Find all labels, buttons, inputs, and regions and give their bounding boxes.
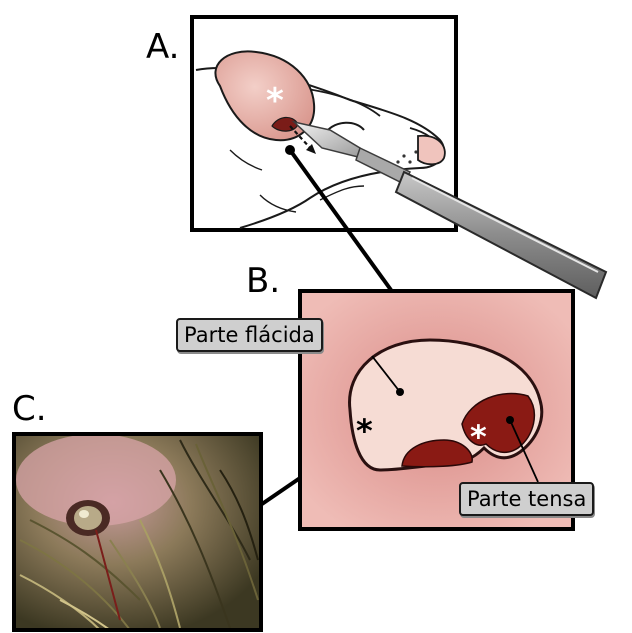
- panel-c: [14, 434, 261, 630]
- panel-a-star-marker: *: [266, 81, 284, 121]
- photo-membrane: [74, 506, 102, 530]
- tensa-leader-dot: [506, 416, 514, 424]
- panel-a-label: A.: [146, 30, 179, 64]
- panel-a: *: [192, 17, 606, 298]
- pars-tensa-star-marker: *: [470, 418, 487, 456]
- parte-flacida-callout: Parte flácida: [176, 318, 323, 352]
- connector-b-to-c: [262, 478, 300, 504]
- parte-tensa-callout: Parte tensa: [459, 482, 594, 516]
- flaccida-leader-dot: [396, 388, 404, 396]
- scalpel-handle: [396, 172, 606, 298]
- photo-membrane-highlight: [79, 510, 89, 518]
- pars-flaccida-star-marker: *: [356, 412, 373, 450]
- panel-c-label: C.: [12, 392, 47, 426]
- panel-b-label: B.: [246, 264, 280, 298]
